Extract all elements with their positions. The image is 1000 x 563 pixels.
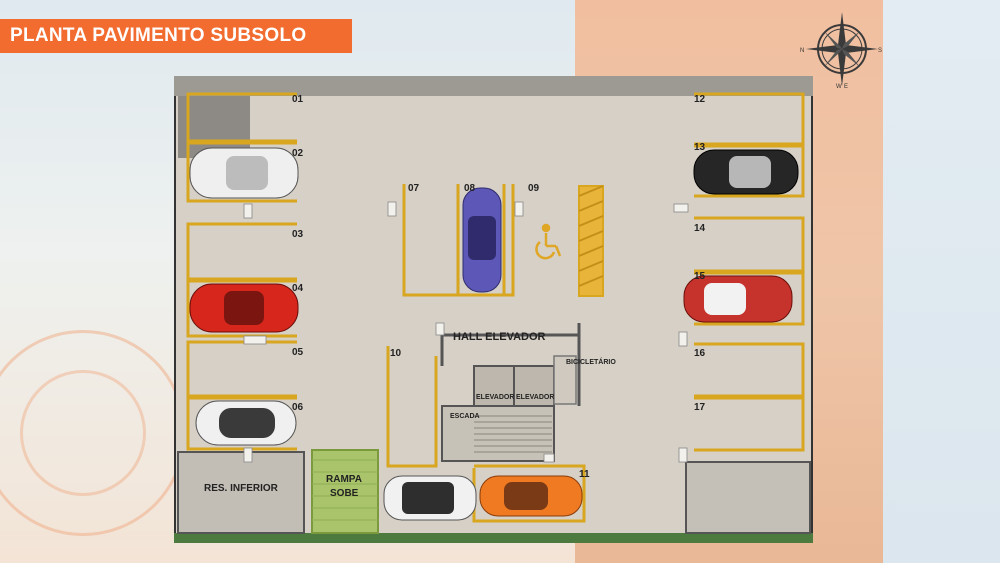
escada-label: ESCADA bbox=[450, 413, 480, 420]
ramp bbox=[311, 449, 379, 534]
spot-label-12: 12 bbox=[694, 94, 706, 105]
car-02 bbox=[189, 147, 299, 199]
spot-label-15: 15 bbox=[694, 271, 706, 282]
elevador-label-1: ELEVADOR bbox=[476, 394, 515, 401]
wheelchair-icon bbox=[535, 223, 562, 260]
car-11-orange bbox=[479, 475, 583, 517]
compass-n-label: N bbox=[800, 48, 804, 54]
elevador-label-2: ELEVADOR bbox=[516, 394, 555, 401]
spot-label-06: 06 bbox=[292, 402, 304, 413]
spot-label-09: 09 bbox=[528, 183, 540, 194]
spot-label-11: 11 bbox=[579, 469, 590, 480]
compass-w-label: W bbox=[836, 84, 842, 90]
car-04 bbox=[189, 283, 299, 333]
page-title: PLANTA PAVIMENTO SUBSOLO bbox=[0, 19, 352, 53]
spot-label-17: 17 bbox=[694, 402, 706, 413]
right-spots bbox=[694, 92, 805, 452]
spot-label-03: 03 bbox=[292, 229, 304, 240]
car-13 bbox=[693, 149, 799, 195]
sunburst-decoration-inner bbox=[20, 370, 146, 496]
floor-plan-drawing bbox=[174, 76, 813, 543]
car-08 bbox=[462, 187, 502, 293]
center-spots bbox=[402, 184, 515, 297]
spot-label-04: 04 bbox=[292, 283, 304, 294]
bike-area bbox=[553, 355, 577, 405]
spot-label-07: 07 bbox=[408, 183, 420, 194]
right-bottom-room bbox=[685, 461, 811, 534]
ramp-label-line1: RAMPA bbox=[326, 474, 362, 485]
spot-label-10: 10 bbox=[390, 348, 402, 359]
compass-s-label: S bbox=[878, 48, 882, 54]
background-far bbox=[883, 0, 1000, 563]
bicicletario-label: BICICLETÁRIO bbox=[566, 359, 616, 366]
spot-label-08: 08 bbox=[464, 183, 476, 194]
spot-label-05: 05 bbox=[292, 347, 304, 358]
car-11-white bbox=[383, 475, 477, 521]
spot-label-01: 01 bbox=[292, 94, 304, 105]
ramp-label-line2: SOBE bbox=[330, 488, 359, 499]
reservoir-room bbox=[177, 451, 305, 534]
spot-label-02: 02 bbox=[292, 148, 304, 159]
floor-plan: 01 02 03 04 05 06 07 08 09 10 11 12 13 1… bbox=[174, 76, 813, 543]
spot-label-13: 13 bbox=[694, 142, 706, 153]
car-15 bbox=[683, 275, 793, 323]
car-06 bbox=[195, 400, 297, 446]
reservoir-label: RES. INFERIOR bbox=[204, 483, 278, 494]
compass-e-label: E bbox=[844, 84, 848, 90]
spot-label-16: 16 bbox=[694, 348, 706, 359]
compass-rose-icon: N S W E bbox=[800, 12, 882, 90]
left-spots bbox=[186, 92, 297, 451]
hall-elevador-label: HALL ELEVADOR bbox=[453, 331, 546, 343]
spot-label-14: 14 bbox=[694, 223, 706, 234]
wheel-stops bbox=[243, 201, 689, 463]
